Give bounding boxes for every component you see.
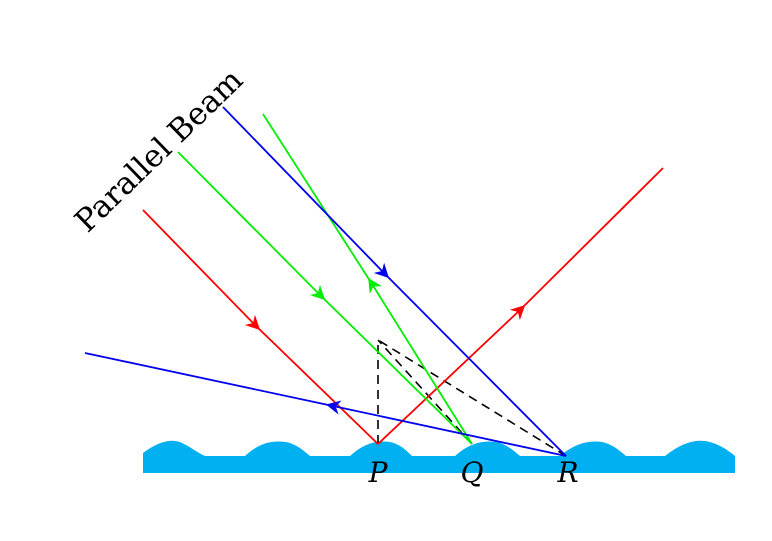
parallel-beam-label: Parallel Beam	[68, 62, 250, 239]
green-reflected-ray	[262, 113, 473, 445]
blue-incident-ray	[222, 106, 567, 457]
normal-at-r	[377, 339, 567, 457]
rough-surface	[143, 440, 735, 473]
point-r-label: R	[556, 456, 578, 489]
point-q-label: Q	[461, 456, 484, 489]
red-reflected-ray	[377, 167, 664, 445]
green-incident-ray	[177, 151, 473, 445]
normal-at-q	[377, 339, 473, 445]
blue-reflected-ray	[84, 352, 567, 457]
point-p-label: P	[368, 456, 389, 489]
